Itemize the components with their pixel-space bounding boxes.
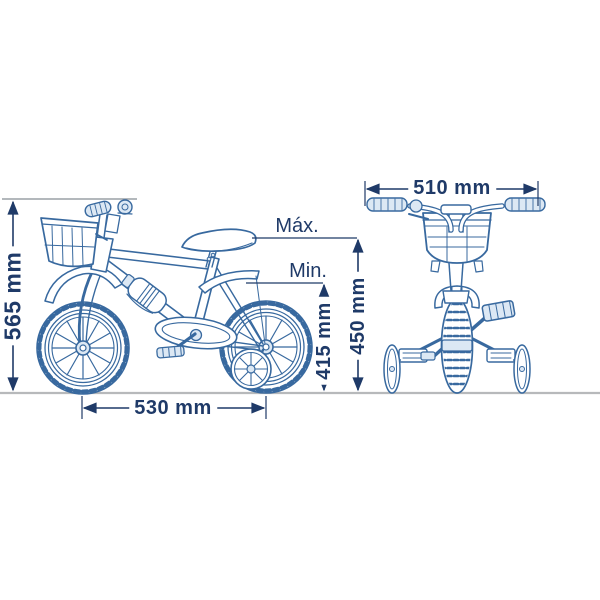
handlebar-and-bell: [84, 199, 133, 234]
seat-max-tag-label: Máx.: [275, 215, 319, 237]
bell-icon-front: [409, 199, 423, 213]
training-wheel-side: [230, 348, 272, 390]
front-basket-side: [40, 217, 108, 268]
pedal-front-view: [481, 300, 516, 322]
front-view-bike-drawing: [366, 197, 546, 394]
seat-min-height-label: 415 mm: [313, 297, 335, 385]
front-fender-front-view: [434, 262, 480, 309]
wheelbase-label: 530 mm: [129, 398, 217, 418]
guide-lines: [0, 198, 600, 395]
training-wheel-right: [513, 344, 531, 394]
rear-fender: [198, 270, 266, 345]
total-height-label: 565 mm: [0, 246, 26, 346]
seat-min-tag-label: Min.: [289, 260, 327, 282]
training-wheel-left: [383, 344, 401, 394]
chainguard-and-pedal: [154, 316, 238, 359]
front-wheel-front-view: [440, 298, 474, 394]
handlebar-front-view: [366, 197, 546, 233]
front-wheel: [36, 301, 130, 395]
handlebar-width-label: 510 mm: [408, 178, 496, 198]
bell-icon: [117, 199, 133, 215]
seat-max-height-label: 450 mm: [347, 272, 369, 360]
side-view-bike-drawing: [36, 199, 313, 395]
saddle: [181, 228, 257, 268]
front-basket-front-view: [422, 212, 492, 273]
water-bottle: [121, 273, 167, 314]
